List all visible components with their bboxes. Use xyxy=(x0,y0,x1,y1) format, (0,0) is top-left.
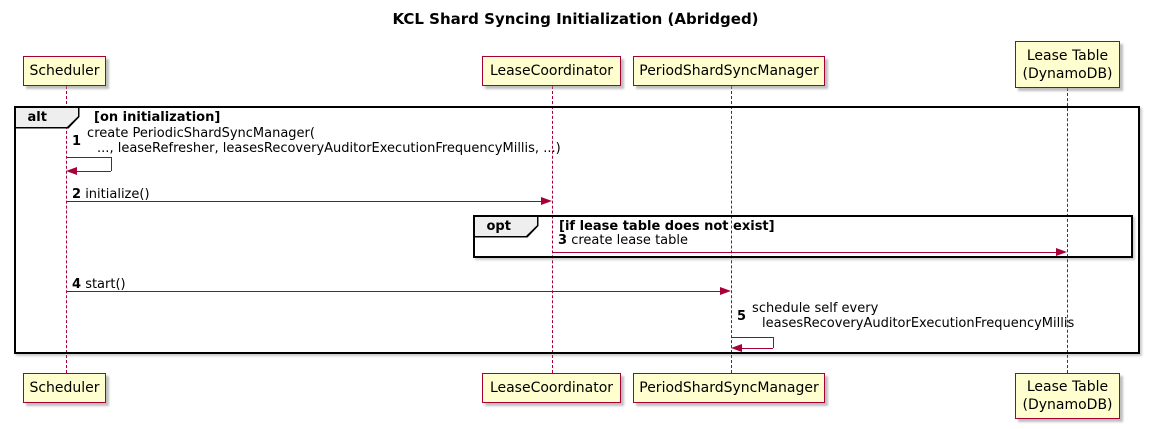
participant-lease-coordinator-bottom: LeaseCoordinator xyxy=(482,373,621,403)
message-5-number: 5 xyxy=(737,308,747,324)
message-5-self-arrow-bottom xyxy=(742,348,773,349)
message-4-number: 4 xyxy=(72,277,82,292)
message-1-self-arrow-top xyxy=(66,157,111,158)
diagram-title: KCL Shard Syncing Initialization (Abridg… xyxy=(392,10,759,28)
message-3-number: 3 xyxy=(558,233,568,248)
message-4-arrow xyxy=(66,291,720,292)
opt-label-background xyxy=(475,217,538,237)
message-1-label: 1 create PeriodicShardSyncManager( ..., … xyxy=(72,126,561,156)
participant-scheduler-bottom: Scheduler xyxy=(23,373,106,403)
message-4-text: start() xyxy=(85,277,126,292)
message-3-arrow xyxy=(552,252,1056,253)
opt-operator-label: opt xyxy=(475,217,539,238)
participant-label: PeriodShardSyncManager xyxy=(639,380,819,396)
participant-label: PeriodShardSyncManager xyxy=(639,63,819,79)
participant-label: (DynamoDB) xyxy=(1022,397,1113,413)
message-1-self-arrow-bottom xyxy=(77,171,111,172)
lifeline-period-shard-sync-manager xyxy=(731,86,732,373)
message-3-label: 3 create lease table xyxy=(558,233,688,248)
message-2-arrowhead-icon xyxy=(541,197,552,205)
message-3-arrowhead-icon xyxy=(1056,248,1067,256)
participant-lease-table-bottom: Lease Table (DynamoDB) xyxy=(1015,373,1120,419)
message-4-arrowhead-icon xyxy=(720,287,731,295)
message-5-arrowhead-icon xyxy=(731,344,742,352)
participant-label: Scheduler xyxy=(29,63,100,79)
opt-frame: opt [if lease table does not exist] xyxy=(473,215,1133,258)
message-1-number: 1 xyxy=(72,133,82,149)
message-2-text: initialize() xyxy=(85,187,150,202)
participant-scheduler-top: Scheduler xyxy=(23,56,106,86)
alt-label-background xyxy=(16,108,79,128)
message-4-label: 4 start() xyxy=(72,277,126,292)
message-5-label: 5 schedule self every leasesRecoveryAudi… xyxy=(737,301,1074,331)
message-5-self-arrow-side xyxy=(773,337,774,348)
participant-label: (DynamoDB) xyxy=(1022,65,1113,82)
alt-operator-label: alt xyxy=(16,108,80,129)
participant-label: LeaseCoordinator xyxy=(489,380,614,396)
participant-lease-table-top: Lease Table (DynamoDB) xyxy=(1015,41,1120,88)
message-2-arrow xyxy=(66,201,541,202)
alt-frame: alt [on initialization] xyxy=(14,106,1140,354)
lifeline-lease-table xyxy=(1067,88,1068,373)
participant-label: Scheduler xyxy=(29,380,100,396)
message-1-arrowhead-icon xyxy=(66,167,77,175)
participant-label: LeaseCoordinator xyxy=(489,63,614,79)
opt-operator-text: opt xyxy=(486,218,511,234)
participant-label: Lease Table xyxy=(1026,379,1109,395)
opt-guard-condition: [if lease table does not exist] xyxy=(559,219,775,234)
participant-period-shard-sync-manager-bottom: PeriodShardSyncManager xyxy=(633,373,825,403)
alt-operator-text: alt xyxy=(27,109,47,125)
message-5-self-arrow-top xyxy=(731,337,773,338)
participant-lease-coordinator-top: LeaseCoordinator xyxy=(482,56,621,86)
message-3-text: create lease table xyxy=(571,233,688,248)
lifeline-lease-coordinator xyxy=(552,86,553,373)
message-2-number: 2 xyxy=(72,187,82,202)
message-5-text: schedule self every leasesRecoveryAudito… xyxy=(752,301,1075,331)
message-1-text: create PeriodicShardSyncManager( ..., le… xyxy=(87,126,561,156)
alt-guard-condition: [on initialization] xyxy=(94,110,221,125)
message-2-label: 2 initialize() xyxy=(72,187,150,202)
lifeline-scheduler xyxy=(66,86,67,373)
participant-label: Lease Table xyxy=(1026,47,1109,64)
message-1-self-arrow-side xyxy=(111,157,112,171)
participant-period-shard-sync-manager-top: PeriodShardSyncManager xyxy=(633,56,825,86)
